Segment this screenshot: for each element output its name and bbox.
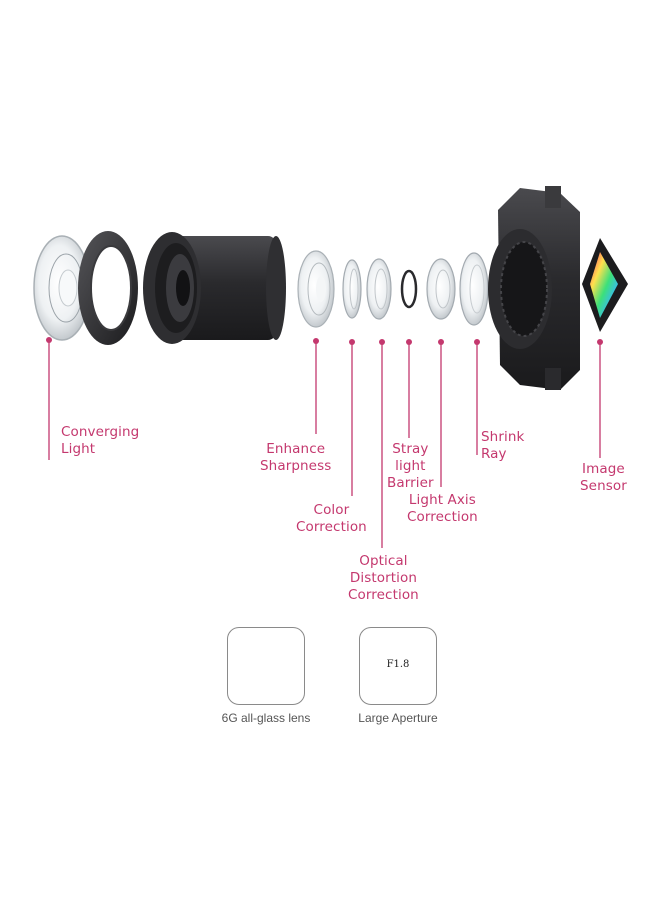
callout-stray-light: Stray light Barrier <box>387 441 434 491</box>
lens-mount <box>488 186 580 390</box>
light-axis-element <box>426 258 456 320</box>
glass-lens-badge <box>227 627 305 705</box>
callout-image-sensor: Image Sensor <box>580 461 627 494</box>
lens-barrel <box>143 232 286 344</box>
callout-light-axis: Light Axis Correction <box>407 492 478 525</box>
aperture-caption: Large Aperture <box>358 711 438 725</box>
callout-converging-light: Converging Light <box>61 424 140 457</box>
callout-shrink-ray: Shrink Ray <box>481 429 525 462</box>
retaining-ring <box>78 231 138 345</box>
shrink-ray-element <box>459 252 489 326</box>
sharpness-glass-element <box>297 250 335 328</box>
callout-lines <box>46 337 603 548</box>
image-sensor-chip <box>582 238 628 332</box>
color-correction-element <box>342 259 362 319</box>
glass-lens-caption: 6G all-glass lens <box>221 711 311 725</box>
stray-light-barrier <box>400 269 418 309</box>
aperture-value: F1.8 <box>384 659 412 671</box>
callout-color-correction: Color Correction <box>296 502 367 535</box>
callout-enhance-sharpness: Enhance Sharpness <box>260 441 332 474</box>
callout-optical-distortion: Optical Distortion Correction <box>348 553 419 603</box>
distortion-correction-element <box>366 258 392 320</box>
